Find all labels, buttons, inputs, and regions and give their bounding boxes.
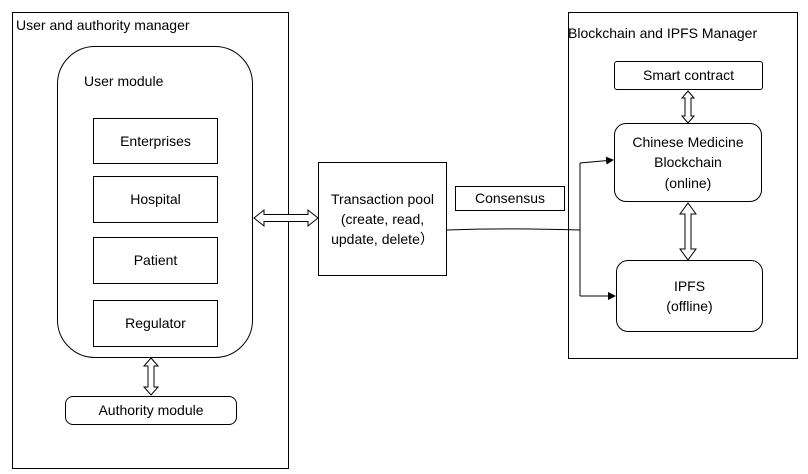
blockchain-ipfs-manager-title: Blockchain and IPFS Manager: [568, 25, 758, 41]
chinese-medicine-blockchain-box: Chinese Medicine Blockchain (online): [614, 123, 762, 202]
user-authority-manager-title: User and authority manager: [16, 17, 190, 33]
regulator-box: Regulator: [93, 300, 218, 347]
transaction-to-storage-connector: [446, 156, 616, 300]
enterprises-box: Enterprises: [93, 118, 218, 164]
smart-contract-box: Smart contract: [614, 61, 763, 90]
user-module-title: User module: [84, 73, 164, 89]
double-arrow-user-authority: [142, 357, 160, 396]
patient-box: Patient: [93, 237, 218, 284]
double-arrow-blockchain-ipfs: [679, 202, 697, 261]
transaction-pool: Transaction pool (create, read, update, …: [318, 162, 447, 276]
hospital-box: Hospital: [93, 176, 218, 223]
ipfs-box: IPFS (offline): [616, 260, 763, 332]
double-arrow-user-transaction: [253, 208, 319, 228]
authority-module: Authority module: [65, 396, 237, 425]
consensus-box: Consensus: [455, 186, 565, 211]
double-arrow-contract-blockchain: [680, 90, 696, 124]
